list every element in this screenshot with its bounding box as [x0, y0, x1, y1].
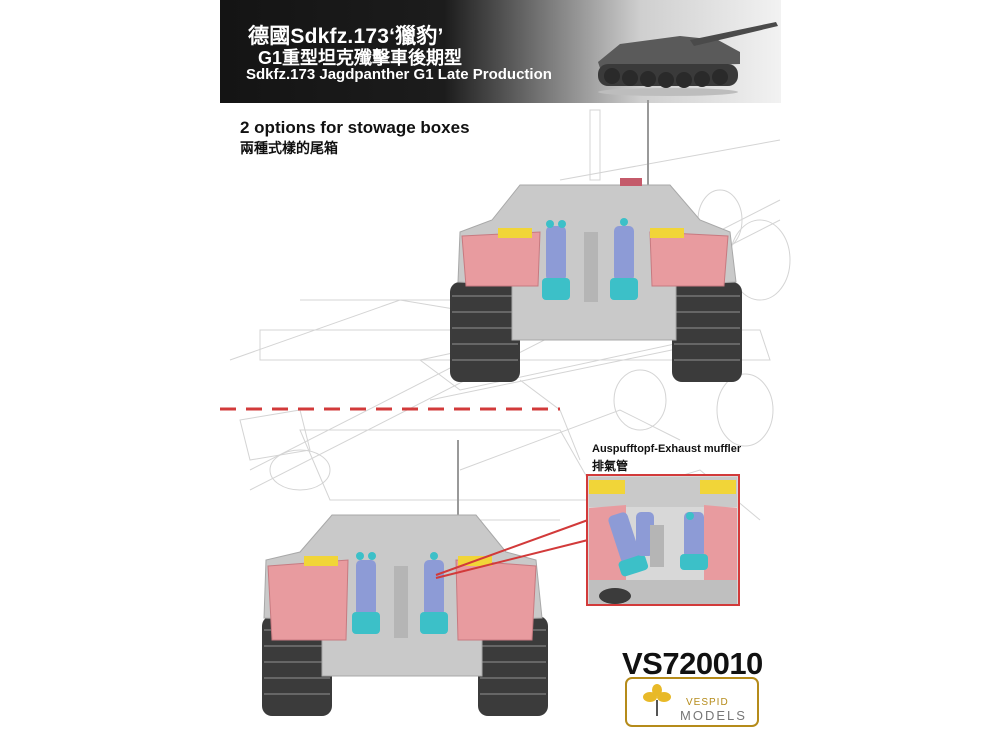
muffler-left [542, 220, 570, 300]
options-title-chinese: 兩種式樣的尾箱 [240, 140, 338, 156]
logo-text-models: MODELS [680, 708, 747, 723]
stowage-box-right [649, 228, 729, 287]
callout-label: Auspufftopf-Exhaust muffler [592, 443, 742, 455]
callout-label-chinese: 排氣管 [592, 459, 629, 473]
muffler-left [352, 552, 380, 634]
left-track [450, 282, 520, 382]
product-code: VS720010 [622, 646, 763, 681]
title-chinese: 德國Sdkfz.173‘獵豹’ [248, 25, 444, 48]
left-track [262, 616, 332, 716]
detail-muffler-left [608, 512, 649, 577]
muffler-right [610, 218, 638, 300]
options-title: 2 options for stowage boxes [240, 118, 470, 137]
logo-text-vespid: VESPID [686, 697, 729, 708]
right-track [672, 282, 742, 382]
stowage-box-left [267, 556, 349, 641]
wasp-icon [643, 684, 671, 716]
title-english: Sdkfz.173 Jagdpanther G1 Late Production [246, 66, 552, 83]
stowage-box-left [461, 228, 541, 287]
subtitle-chinese: G1重型坦克殲擊車後期型 [258, 48, 463, 68]
